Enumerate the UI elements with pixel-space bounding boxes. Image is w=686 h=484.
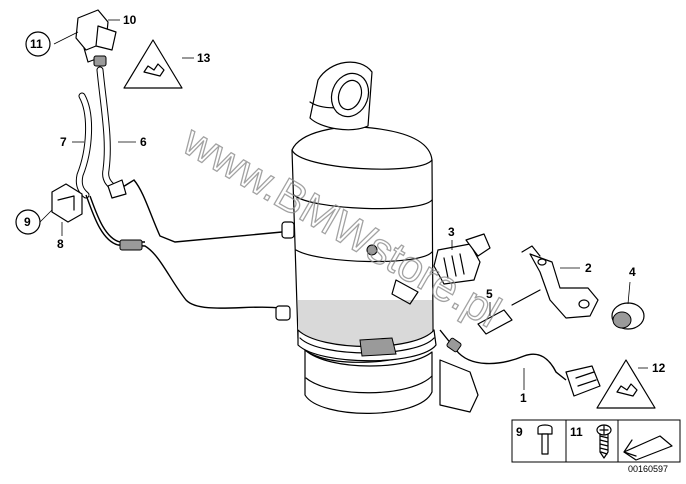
pressure-sensor — [75, 9, 117, 67]
reference-code: 00160597 — [628, 464, 668, 474]
callout-3: 3 — [448, 225, 455, 239]
callout-8: 8 — [57, 237, 64, 251]
callout-7: 7 — [60, 135, 67, 149]
callout-2: 2 — [585, 261, 592, 275]
grommet — [611, 302, 645, 330]
bracket — [521, 245, 599, 319]
callout-9: 9 — [24, 215, 31, 229]
callout-5: 5 — [486, 287, 493, 301]
callout-6: 6 — [140, 135, 147, 149]
callout-13: 13 — [197, 51, 211, 65]
bolt-icon — [537, 424, 553, 455]
callout-11: 11 — [30, 37, 43, 51]
hose-holder — [51, 183, 83, 223]
legend-table: 9 11 — [511, 419, 681, 463]
temperature-sensor — [439, 329, 601, 397]
callouts: 10 11 13 7 6 9 8 3 2 4 5 1 12 — [15, 13, 666, 405]
sleeve — [477, 289, 541, 335]
legend-label-11: 11 — [570, 425, 583, 439]
callout-12: 12 — [652, 361, 666, 375]
pressure-hoses — [75, 66, 291, 321]
warning-label-12 — [596, 359, 656, 409]
screw-icon — [596, 424, 612, 459]
callout-1: 1 — [520, 391, 527, 405]
arrow-icon — [623, 435, 673, 461]
callout-4: 4 — [629, 265, 636, 279]
callout-9-circle — [15, 209, 41, 235]
legend-label-9: 9 — [516, 425, 523, 439]
particulate-filter — [281, 61, 479, 414]
callout-11-circle — [25, 31, 51, 57]
callout-10: 10 — [123, 13, 137, 27]
clip — [433, 233, 491, 285]
warning-label-13 — [123, 39, 183, 89]
callout-leaders — [39, 19, 648, 390]
